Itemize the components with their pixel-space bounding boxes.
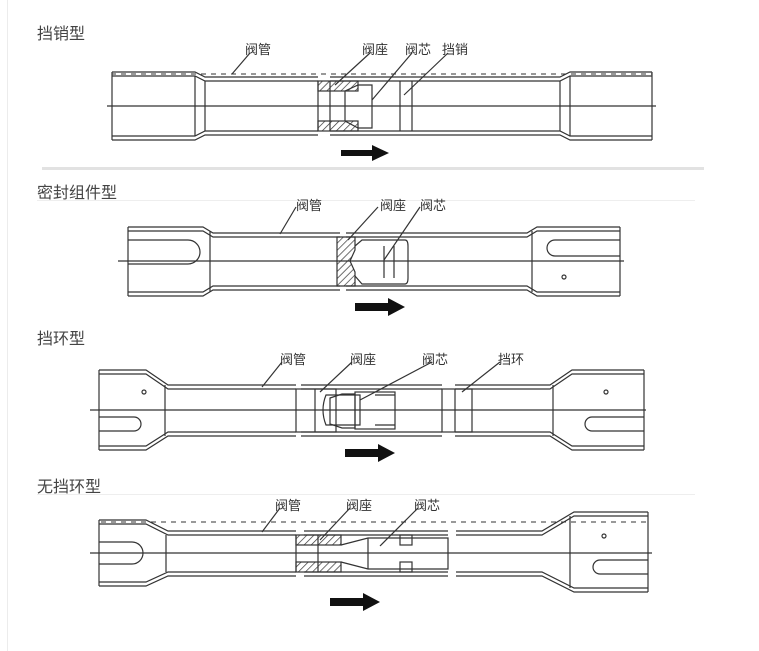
diagram-ring-type: 阀管 阀座 阀芯 挡环 xyxy=(90,353,646,462)
svg-text:阀座: 阀座 xyxy=(380,199,406,214)
diagram-seal-assembly-type: 阀管 阀座 阀芯 xyxy=(118,199,624,316)
diagram-pin-type: 阀管 阀座 阀芯 挡销 xyxy=(107,43,656,161)
section-title-pin-type: 挡销型 xyxy=(37,24,86,43)
section-title-no-ring-type: 无挡环型 xyxy=(37,477,102,496)
section-title-seal-assembly-type: 密封组件型 xyxy=(37,183,118,202)
section-title-ring-type: 挡环型 xyxy=(37,329,86,348)
svg-text:阀管: 阀管 xyxy=(245,43,271,58)
svg-text:阀芯: 阀芯 xyxy=(422,353,448,368)
svg-text:阀座: 阀座 xyxy=(350,353,376,368)
flow-arrow-icon xyxy=(341,145,389,161)
svg-text:阀芯: 阀芯 xyxy=(420,199,446,214)
left-border xyxy=(7,0,8,651)
svg-text:阀管: 阀管 xyxy=(296,199,322,214)
separator xyxy=(37,200,695,201)
separator xyxy=(42,167,704,170)
flow-arrow-icon xyxy=(355,298,405,316)
svg-text:挡销: 挡销 xyxy=(442,43,468,58)
diagram-no-ring-type: 阀管 阀座 阀芯 xyxy=(90,499,652,611)
svg-text:阀管: 阀管 xyxy=(275,499,301,514)
svg-text:阀管: 阀管 xyxy=(280,353,306,368)
svg-text:阀芯: 阀芯 xyxy=(405,43,431,58)
svg-text:挡环: 挡环 xyxy=(498,353,524,368)
svg-text:阀芯: 阀芯 xyxy=(414,499,440,514)
svg-text:阀座: 阀座 xyxy=(346,499,372,514)
separator xyxy=(37,494,695,495)
svg-text:阀座: 阀座 xyxy=(362,43,388,58)
flow-arrow-icon xyxy=(345,444,395,462)
flow-arrow-icon xyxy=(330,593,380,611)
